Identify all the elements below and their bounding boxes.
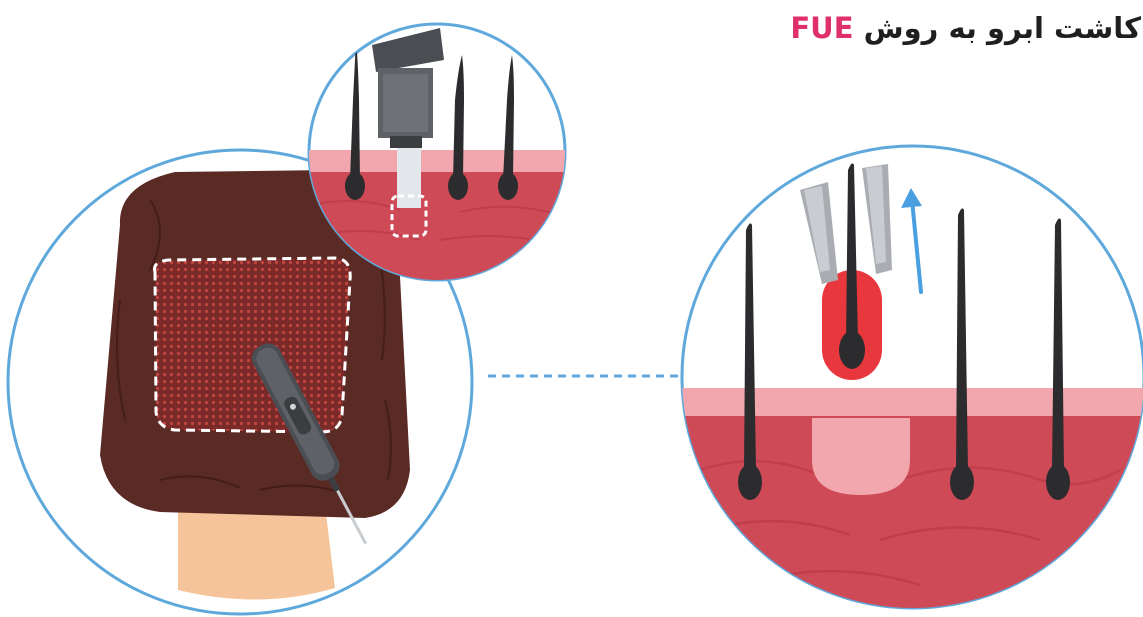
extraction-pocket [812,418,910,495]
extraction-detail-circle [680,146,1143,616]
extraction-area [155,258,351,432]
